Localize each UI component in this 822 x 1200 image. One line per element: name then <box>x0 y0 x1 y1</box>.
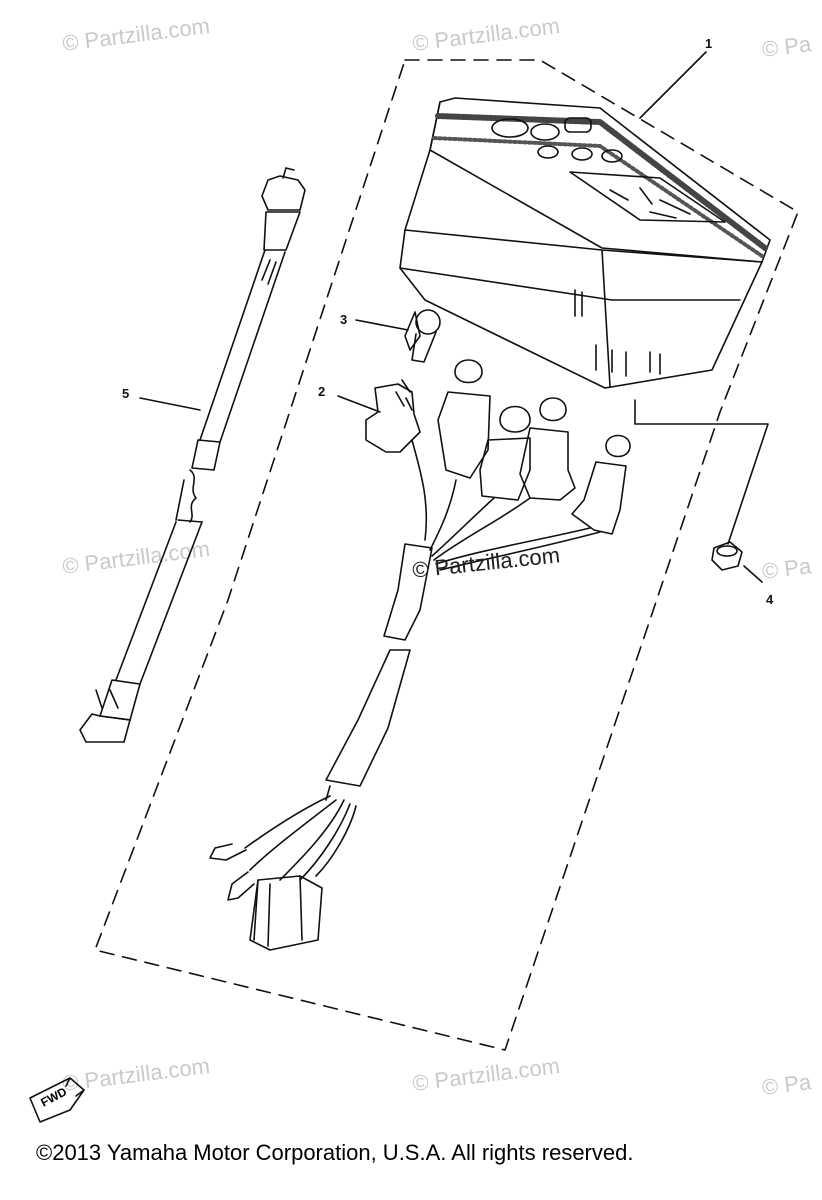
meter-assembly-icon <box>399 97 771 389</box>
leader-line-2 <box>337 395 381 413</box>
assembly-boundary-dashed <box>94 59 799 1051</box>
nut-icon <box>711 541 763 583</box>
fwd-arrow-icon <box>29 1077 85 1123</box>
callout-3: 3 <box>340 312 348 327</box>
leader-line-3 <box>355 319 409 331</box>
leader-line-4 <box>634 399 769 545</box>
speedometer-cable-icon <box>79 167 306 743</box>
copyright-footer: ©2013 Yamaha Motor Corporation, U.S.A. A… <box>36 1140 634 1165</box>
callout-2: 2 <box>318 384 326 399</box>
callout-5: 5 <box>122 386 130 401</box>
callout-1: 1 <box>705 36 713 51</box>
leader-line-5 <box>139 397 201 411</box>
bulb-icon <box>401 309 441 393</box>
socket-cord-icon <box>209 359 631 951</box>
leader-line-1 <box>639 51 707 119</box>
callout-4: 4 <box>766 592 774 607</box>
